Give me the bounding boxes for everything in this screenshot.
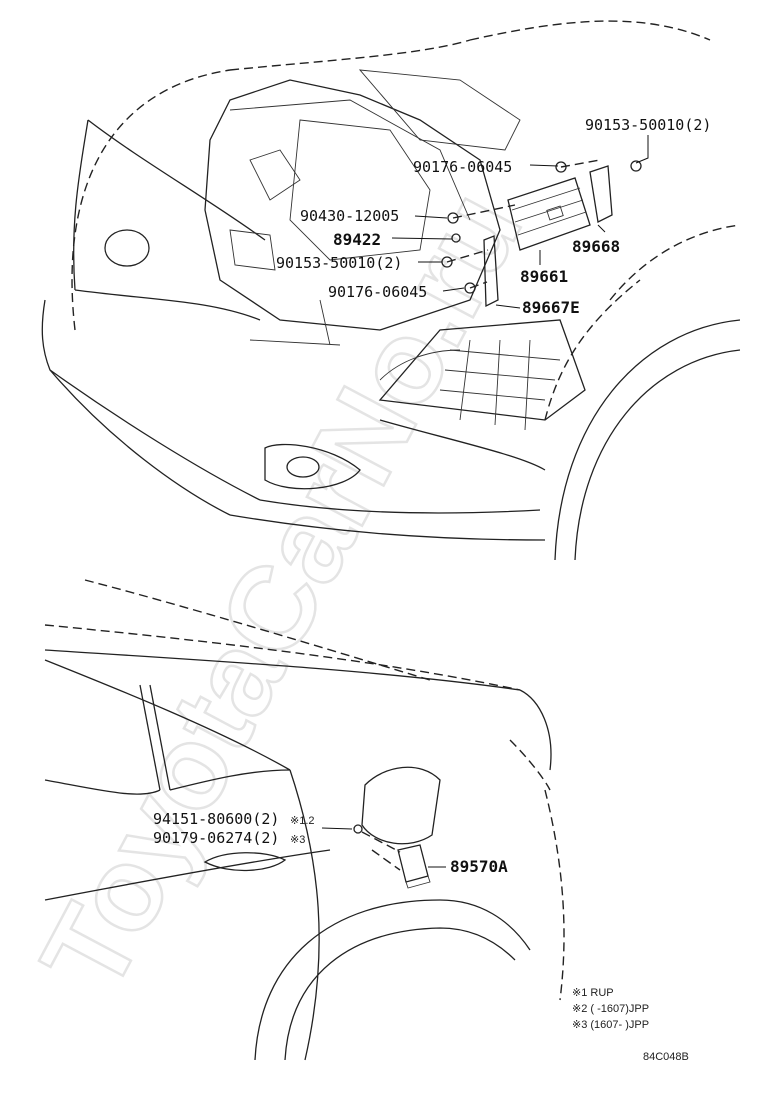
callout-90430-12005: 90430-12005 xyxy=(300,207,399,225)
callout-90153-50010-right: 90153-50010(2) xyxy=(585,116,711,134)
note-2: ※2 ( -1607)JPP xyxy=(572,1003,649,1015)
callout-89570A: 89570A xyxy=(450,857,508,876)
note-3: ※3 (1607- )JPP xyxy=(572,1019,649,1031)
engine-bay-illustration xyxy=(41,20,741,561)
callout-89668: 89668 xyxy=(572,237,620,256)
bottom-leader-lines xyxy=(321,827,446,868)
callout-90153-50010-left: 90153-50010(2) xyxy=(276,254,402,272)
callout-89667E: 89667E xyxy=(522,298,580,317)
callout-90179-06274: 90179-06274(2) xyxy=(153,829,279,847)
diagram-code: 84C048B xyxy=(643,1051,689,1063)
callout-94151-80600: 94151-80600(2) xyxy=(153,810,279,828)
callout-90179-06274-mark: ※3 xyxy=(290,834,305,846)
top-callouts: 90153-50010(2) 90176-06045 90430-12005 8… xyxy=(276,116,711,317)
callout-90176-06045-upper: 90176-06045 xyxy=(413,158,512,176)
applicability-notes: ※1 RUP ※2 ( -1607)JPP ※3 (1607- )JPP xyxy=(572,987,649,1031)
top-leader-lines xyxy=(391,135,649,309)
callout-89422: 89422 xyxy=(333,230,381,249)
bottom-callouts: 94151-80600(2) ※1.2 90179-06274(2) ※3 89… xyxy=(153,810,508,876)
watermark: ToyotaCarNo.ru xyxy=(16,171,547,1013)
note-1: ※1 RUP xyxy=(572,987,614,999)
rear-body-illustration xyxy=(44,579,565,1061)
callout-94151-80600-mark: ※1.2 xyxy=(290,815,315,827)
callout-90176-06045-lower: 90176-06045 xyxy=(328,283,427,301)
callout-89661: 89661 xyxy=(520,267,568,286)
